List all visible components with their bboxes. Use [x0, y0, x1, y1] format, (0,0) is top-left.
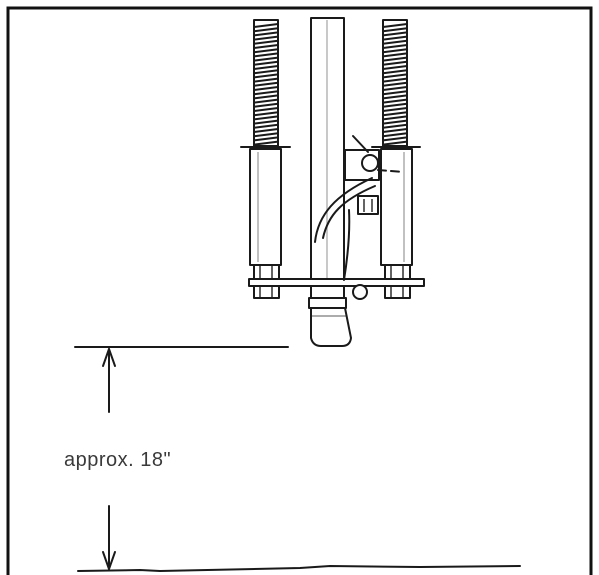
spring-coil: [253, 107, 279, 112]
spring-coil: [253, 98, 279, 104]
spring-coil: [382, 35, 408, 41]
spring-coil: [253, 69, 279, 75]
spring-coil: [253, 115, 279, 121]
spring-coil: [253, 123, 279, 129]
spring-coil: [382, 48, 408, 54]
hose: [314, 177, 376, 281]
bracket: [344, 135, 404, 215]
spring-coil: [253, 48, 279, 54]
spring-coil: [253, 73, 279, 79]
spring-coil: [253, 52, 279, 58]
spring-coil: [253, 128, 279, 133]
spring-coil: [253, 94, 279, 100]
spring-coil: [253, 39, 279, 45]
spring-coil: [382, 123, 408, 129]
drawing-frame: [6, 6, 593, 575]
spring-coil: [253, 60, 279, 66]
spring-coil: [253, 86, 279, 91]
spring-coil: [253, 23, 279, 28]
spring-coil: [382, 128, 408, 133]
nozzle: [308, 285, 352, 347]
left-spring: [253, 19, 279, 147]
spring-coil: [382, 111, 408, 117]
spring-coil: [382, 39, 408, 45]
spring-coil: [382, 94, 408, 100]
spring-coil: [382, 52, 408, 58]
spring-coil: [382, 31, 408, 37]
spring-coil: [382, 140, 408, 146]
spring-coil: [382, 44, 408, 49]
spring-coil: [382, 90, 408, 96]
spring-coil: [253, 132, 279, 138]
spring-coil: [382, 27, 408, 33]
spring-coil: [253, 77, 279, 83]
spring-coil: [382, 136, 408, 142]
spring-coil: [382, 73, 408, 79]
left-cylinder: [249, 148, 282, 280]
spring-coil: [382, 69, 408, 75]
spring-coil: [382, 23, 408, 28]
spring-coil: [253, 65, 279, 70]
dimension-arrow: approx. 18": [64, 346, 289, 570]
spring-coil: [253, 111, 279, 117]
spring-coil: [253, 119, 279, 125]
spring-coil: [382, 81, 408, 87]
spring-coil: [382, 107, 408, 112]
spring-coil: [253, 136, 279, 142]
spring-coil: [382, 65, 408, 70]
spring-coil: [382, 86, 408, 91]
right-cylinder: [380, 148, 413, 280]
spring-coil: [253, 35, 279, 41]
dimension-label: approx. 18": [64, 449, 171, 471]
spring-coil: [382, 77, 408, 83]
spring-coil: [382, 102, 408, 108]
spring-coil: [382, 98, 408, 104]
spring-coil: [253, 56, 279, 62]
spring-coil: [382, 119, 408, 125]
spring-coil: [382, 60, 408, 66]
spring-coil: [253, 44, 279, 49]
spring-coil: [382, 132, 408, 138]
spring-coil: [253, 27, 279, 33]
spring-coil: [253, 31, 279, 37]
spring-coil: [253, 81, 279, 87]
ground-line: [77, 565, 521, 572]
spring-coil: [382, 115, 408, 121]
spring-coil: [382, 56, 408, 62]
spring-coil: [253, 140, 279, 146]
right-spring: [382, 19, 408, 147]
mounting-plate: [248, 278, 425, 300]
spring-coil: [253, 102, 279, 108]
spring-coil: [253, 90, 279, 96]
